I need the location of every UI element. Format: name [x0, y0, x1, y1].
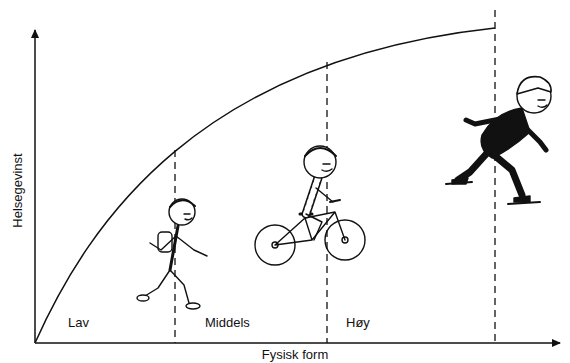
axis-title: Fysisk form: [262, 348, 328, 361]
zone-label: Middels: [205, 316, 250, 329]
axis-title: Helsegevinst: [11, 153, 24, 227]
benefit-curve: [35, 28, 495, 343]
runner-figure: [137, 199, 207, 309]
zone-label: Høy: [346, 316, 370, 329]
x-axis: [35, 342, 560, 344]
cyclist-figure: [255, 146, 365, 265]
zone-dividers: [175, 10, 495, 343]
divider-line: [326, 62, 327, 343]
skater-figure: [446, 77, 551, 204]
y-axis: [34, 30, 36, 343]
divider-line: [494, 10, 495, 343]
zone-label: Lav: [68, 316, 89, 329]
